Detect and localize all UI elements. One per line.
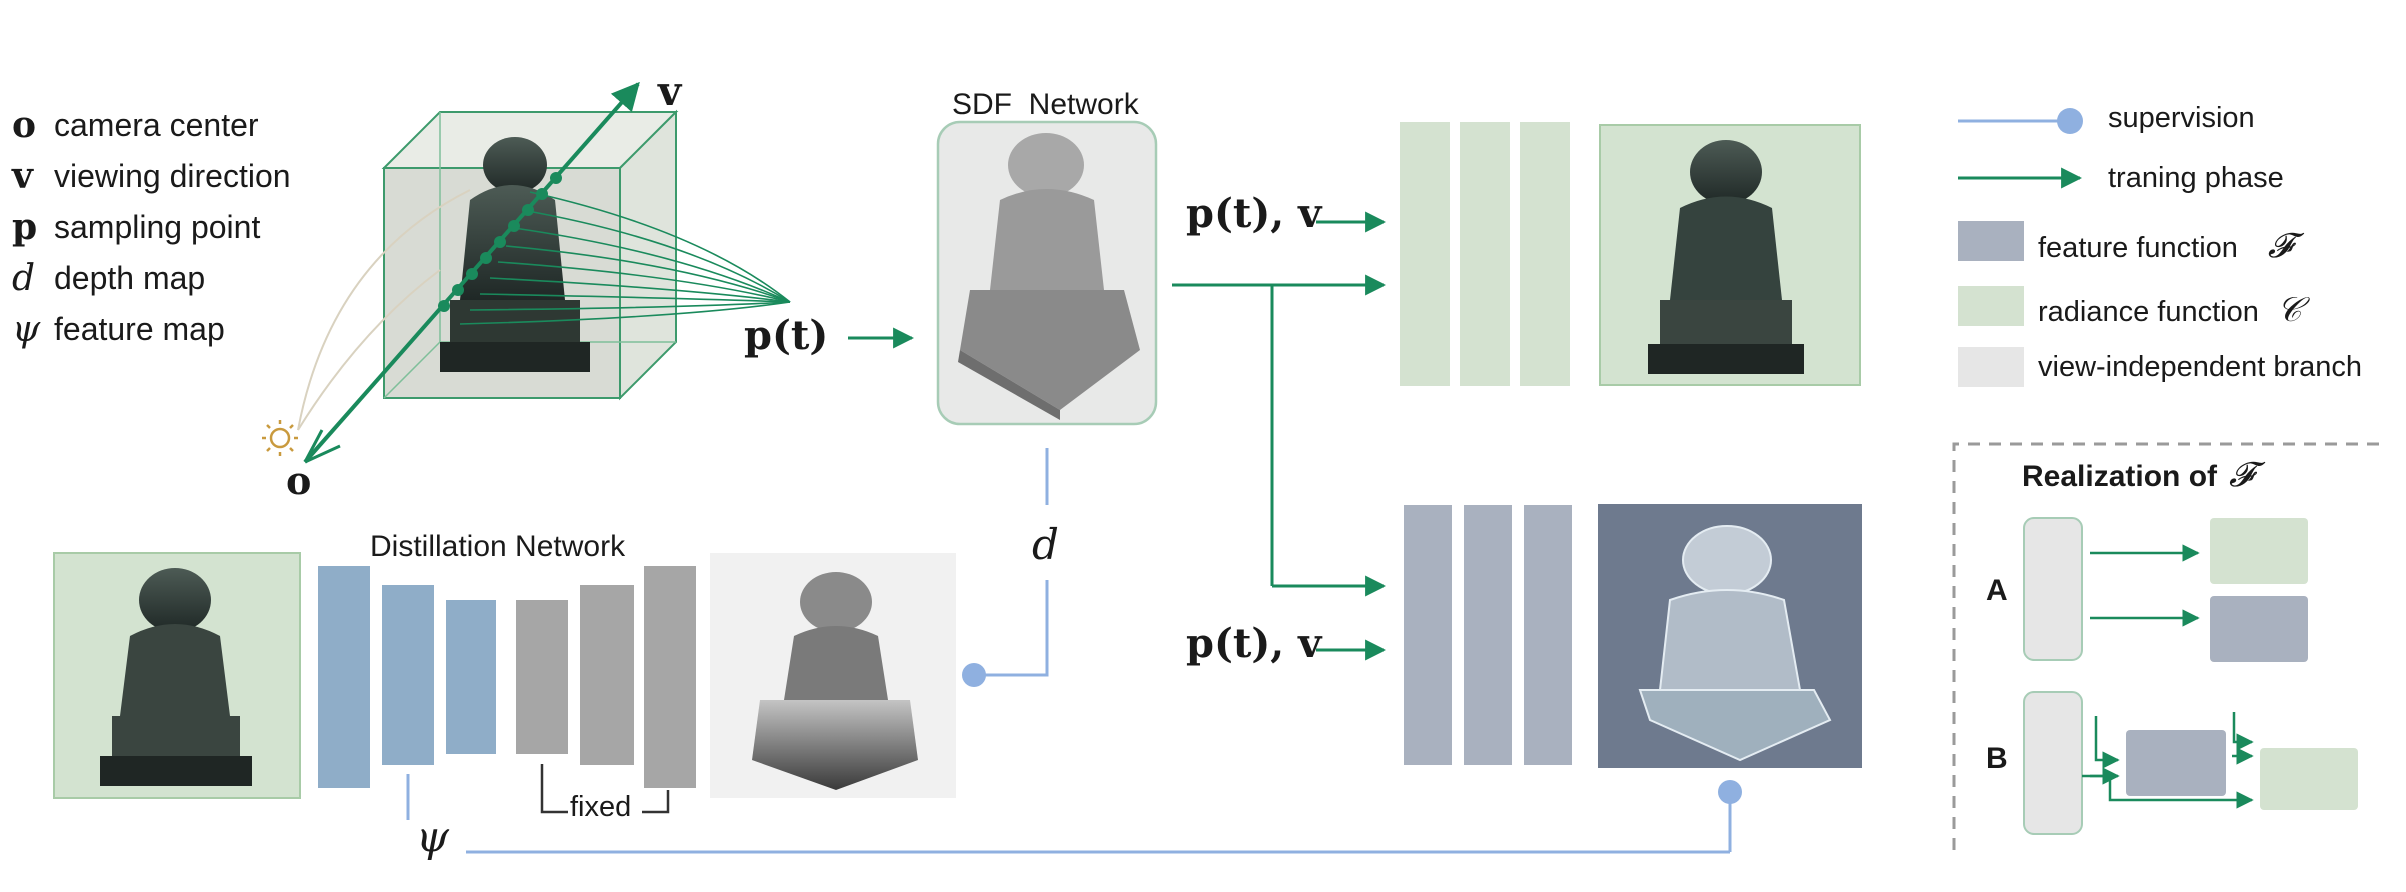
- label-p-t-text: p(t): [744, 312, 829, 359]
- realization-b-label: B: [1986, 742, 2008, 775]
- legend-supervision-dot: [2057, 108, 2083, 134]
- label-d: d: [1032, 520, 1059, 569]
- legend-view-swatch: [1958, 347, 2024, 387]
- feature-layer-3: [1524, 505, 1572, 765]
- label-p-t: p(t): [744, 312, 828, 359]
- symbol-v: v: [12, 155, 33, 197]
- notation-v-text: viewing direction: [54, 157, 291, 194]
- radiance-layer-3: [1520, 122, 1570, 386]
- realization-a-radiance-box: [2210, 518, 2308, 584]
- distill-layer-1: [318, 566, 370, 788]
- sdf-network-title: SDF Network: [952, 88, 1139, 121]
- notation-d-text: depth map: [54, 259, 206, 296]
- legend-feature-swatch: [1958, 221, 2024, 261]
- legend-supervision-label: supervision: [2108, 102, 2255, 134]
- legend-radiance-text: radiance function: [2038, 296, 2259, 328]
- legend-radiance-symbol: 𝒞: [2276, 290, 2302, 330]
- realization-b-feature-box: [2126, 730, 2226, 796]
- realization-symbol: 𝓕: [2229, 455, 2255, 495]
- legend-feature-text: feature function: [2038, 232, 2238, 264]
- distillation-network-title: Distillation Network: [370, 530, 626, 563]
- distill-layer-6: [644, 566, 696, 788]
- notation-item-psi: ψ feature map: [12, 304, 291, 354]
- feature-layer-1: [1404, 505, 1452, 765]
- label-o: o: [286, 458, 312, 503]
- distill-layer-5: [580, 585, 634, 765]
- label-psi: ψ: [416, 812, 449, 861]
- notation-item-d: d depth map: [12, 252, 291, 304]
- feature-output-lion: [1638, 525, 1832, 762]
- notation-psi-text: feature map: [54, 310, 225, 347]
- sampling-rays: [459, 191, 791, 325]
- fixed-label: fixed: [570, 791, 632, 823]
- symbol-o: o: [12, 104, 37, 146]
- feature-layer-2: [1464, 505, 1512, 765]
- rgb-output-lion: [1648, 140, 1804, 374]
- sun-icon: [262, 420, 298, 456]
- legend-radiance-swatch: [1958, 286, 2024, 326]
- realization-b-radiance-box: [2260, 748, 2358, 810]
- realization-a-feature-box: [2210, 596, 2308, 662]
- legend-view-label: view-independent branch: [2038, 351, 2363, 383]
- label-top-input: p(t), v: [1186, 190, 1321, 237]
- symbol-d: d: [12, 257, 36, 299]
- realization-a-view-box: [2023, 517, 2083, 661]
- notation-item-p: p sampling point: [12, 202, 291, 252]
- scene-lion-statue: [440, 137, 590, 372]
- notation-item-o: o camera center: [12, 100, 291, 150]
- symbol-psi: ψ: [12, 308, 41, 350]
- radiance-layer-1: [1400, 122, 1450, 386]
- notation-o-text: camera center: [54, 106, 259, 143]
- notation-p-text: sampling point: [54, 208, 261, 245]
- legend-feature-symbol: 𝓕: [2267, 226, 2294, 266]
- label-v: v: [658, 68, 682, 115]
- radiance-layer-2: [1460, 122, 1510, 386]
- realization-title: Realization of 𝓕: [2022, 455, 2254, 495]
- notation-item-v: v viewing direction: [12, 150, 291, 202]
- input-lion: [100, 568, 252, 786]
- label-top-input-text: p(t), v: [1186, 190, 1322, 237]
- realization-a-label: A: [1986, 574, 2008, 607]
- distill-layer-2: [382, 585, 434, 765]
- feature-supervision-dot: [1718, 780, 1742, 804]
- symbol-p: p: [12, 206, 38, 248]
- sdf-mesh-lion: [958, 133, 1140, 420]
- label-bottom-input-text: p(t), v: [1186, 620, 1322, 667]
- notation-list: o camera center v viewing direction p sa…: [12, 100, 291, 354]
- legend-training-label: traning phase: [2108, 162, 2284, 194]
- depth-map-lion: [752, 572, 918, 790]
- depth-supervision-dot: [962, 663, 986, 687]
- realization-b-view-box: [2023, 691, 2083, 835]
- sample-points: [438, 172, 562, 312]
- legend-radiance-label: radiance function 𝒞: [2038, 290, 2302, 330]
- realization-title-text: Realization of: [2022, 460, 2218, 493]
- label-bottom-input: p(t), v: [1186, 620, 1321, 667]
- distill-layer-3: [446, 600, 496, 754]
- legend-feature-label: feature function 𝓕: [2038, 226, 2293, 266]
- distill-layer-4: [516, 600, 568, 754]
